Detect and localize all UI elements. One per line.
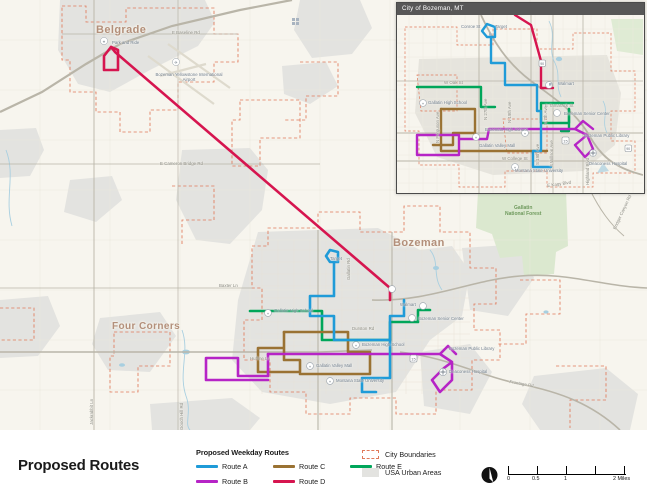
route-b-label: Route B (222, 477, 248, 486)
route-e-label: Route E (376, 462, 402, 471)
minor-roads-layer (0, 0, 647, 430)
inset-route-c (431, 107, 549, 153)
route-b-swatch (196, 480, 218, 483)
legend-panel (0, 430, 647, 500)
city-boundaries-label: City Boundaries (385, 450, 436, 459)
usa-urban-areas-label: USA Urban Areas (385, 468, 442, 477)
svg-text:⚹: ⚹ (422, 101, 424, 105)
svg-text:⚹: ⚹ (524, 131, 526, 135)
route-d-swatch (273, 480, 295, 483)
inset-route-b (415, 119, 595, 159)
scale-tick-1: 0.5 (532, 476, 540, 482)
page-title: Proposed Routes (18, 457, 140, 474)
svg-text:⚹: ⚹ (309, 364, 311, 368)
legend-item-city-boundaries[interactable]: City Boundaries (362, 450, 441, 459)
usa-urban-areas-swatch (362, 468, 379, 477)
scale-bar-labels: 0 0.5 1 2 Miles (507, 475, 638, 485)
routes-legend-row-2: Route B Route D (196, 477, 413, 486)
svg-text:⚹: ⚹ (355, 343, 357, 347)
airport-runways (147, 43, 231, 105)
svg-text:⚹: ⚹ (514, 165, 516, 169)
poi-markers-layer: ⚹ ⚹ ⚹ ⚹ 15 ✈ (100, 18, 447, 385)
airport-marker: ✈ (172, 58, 180, 66)
svg-text:⚹: ⚹ (475, 135, 477, 139)
routes-legend-row-1: Route A Route C Route E (196, 462, 413, 471)
svg-text:✈: ✈ (174, 60, 178, 66)
route-b-line (204, 344, 458, 394)
svg-text:90: 90 (626, 147, 630, 151)
areas-legend: City Boundaries USA Urban Areas (362, 450, 441, 486)
route-d-line (102, 45, 392, 302)
svg-text:⚹: ⚹ (329, 379, 331, 383)
svg-text:⚹: ⚹ (103, 39, 106, 44)
highways-layer (0, 0, 647, 430)
city-boundaries-layer (0, 5, 607, 428)
legend-item-usa-urban-areas[interactable]: USA Urban Areas (362, 468, 441, 477)
legend-item-route-b[interactable]: Route B (196, 477, 259, 486)
route-c-swatch (273, 465, 295, 468)
svg-text:15: 15 (411, 357, 416, 362)
routes-legend: Proposed Weekday Routes Route A Route C … (196, 448, 413, 486)
inset-map-body[interactable]: ⚹ ⚹ ⚹ ⚹ 15 90 90 (397, 15, 644, 193)
national-forest-layer (476, 190, 568, 276)
scale-bar: 0 0.5 1 2 Miles (507, 466, 638, 485)
scale-bar-ticks (508, 466, 626, 476)
inset-map-title: City of Bozeman, MT (397, 3, 644, 15)
inset-route-a (480, 22, 553, 169)
inset-map-graphics: ⚹ ⚹ ⚹ ⚹ 15 90 90 (397, 15, 644, 193)
svg-text:⚹: ⚹ (267, 311, 269, 315)
legend-item-route-a[interactable]: Route A (196, 462, 259, 471)
route-c-label: Route C (299, 462, 326, 471)
scale-tick-3: 2 Miles (613, 476, 631, 482)
inset-route-d (513, 15, 555, 90)
svg-text:90: 90 (540, 62, 544, 66)
inset-interstate-shield: 15 90 90 (538, 59, 632, 152)
route-a-label: Route A (222, 462, 248, 471)
route-d-label: Route D (299, 477, 326, 486)
route-c-line (256, 330, 372, 376)
north-arrow-icon (481, 467, 498, 483)
route-e-swatch (350, 465, 372, 468)
city-boundaries-swatch (362, 450, 379, 459)
routes-legend-heading: Proposed Weekday Routes (196, 448, 289, 457)
scale-tick-2: 1 (564, 476, 567, 482)
interstate-shield: 15 (409, 354, 418, 363)
inset-hospital-marker (590, 150, 596, 156)
legend-item-route-e[interactable]: Route E (350, 462, 413, 471)
legend-item-route-c[interactable]: Route C (273, 462, 336, 471)
park-and-ride-marker: ⚹ (100, 37, 108, 45)
route-a-line (308, 248, 406, 394)
inset-map[interactable]: City of Bozeman, MT (396, 2, 645, 194)
scale-tick-0: 0 (507, 476, 510, 482)
inset-route-e (415, 85, 575, 133)
svg-text:15: 15 (563, 139, 568, 144)
route-a-swatch (196, 465, 218, 468)
legend-item-route-d[interactable]: Route D (273, 477, 336, 486)
hospital-marker (439, 368, 447, 376)
